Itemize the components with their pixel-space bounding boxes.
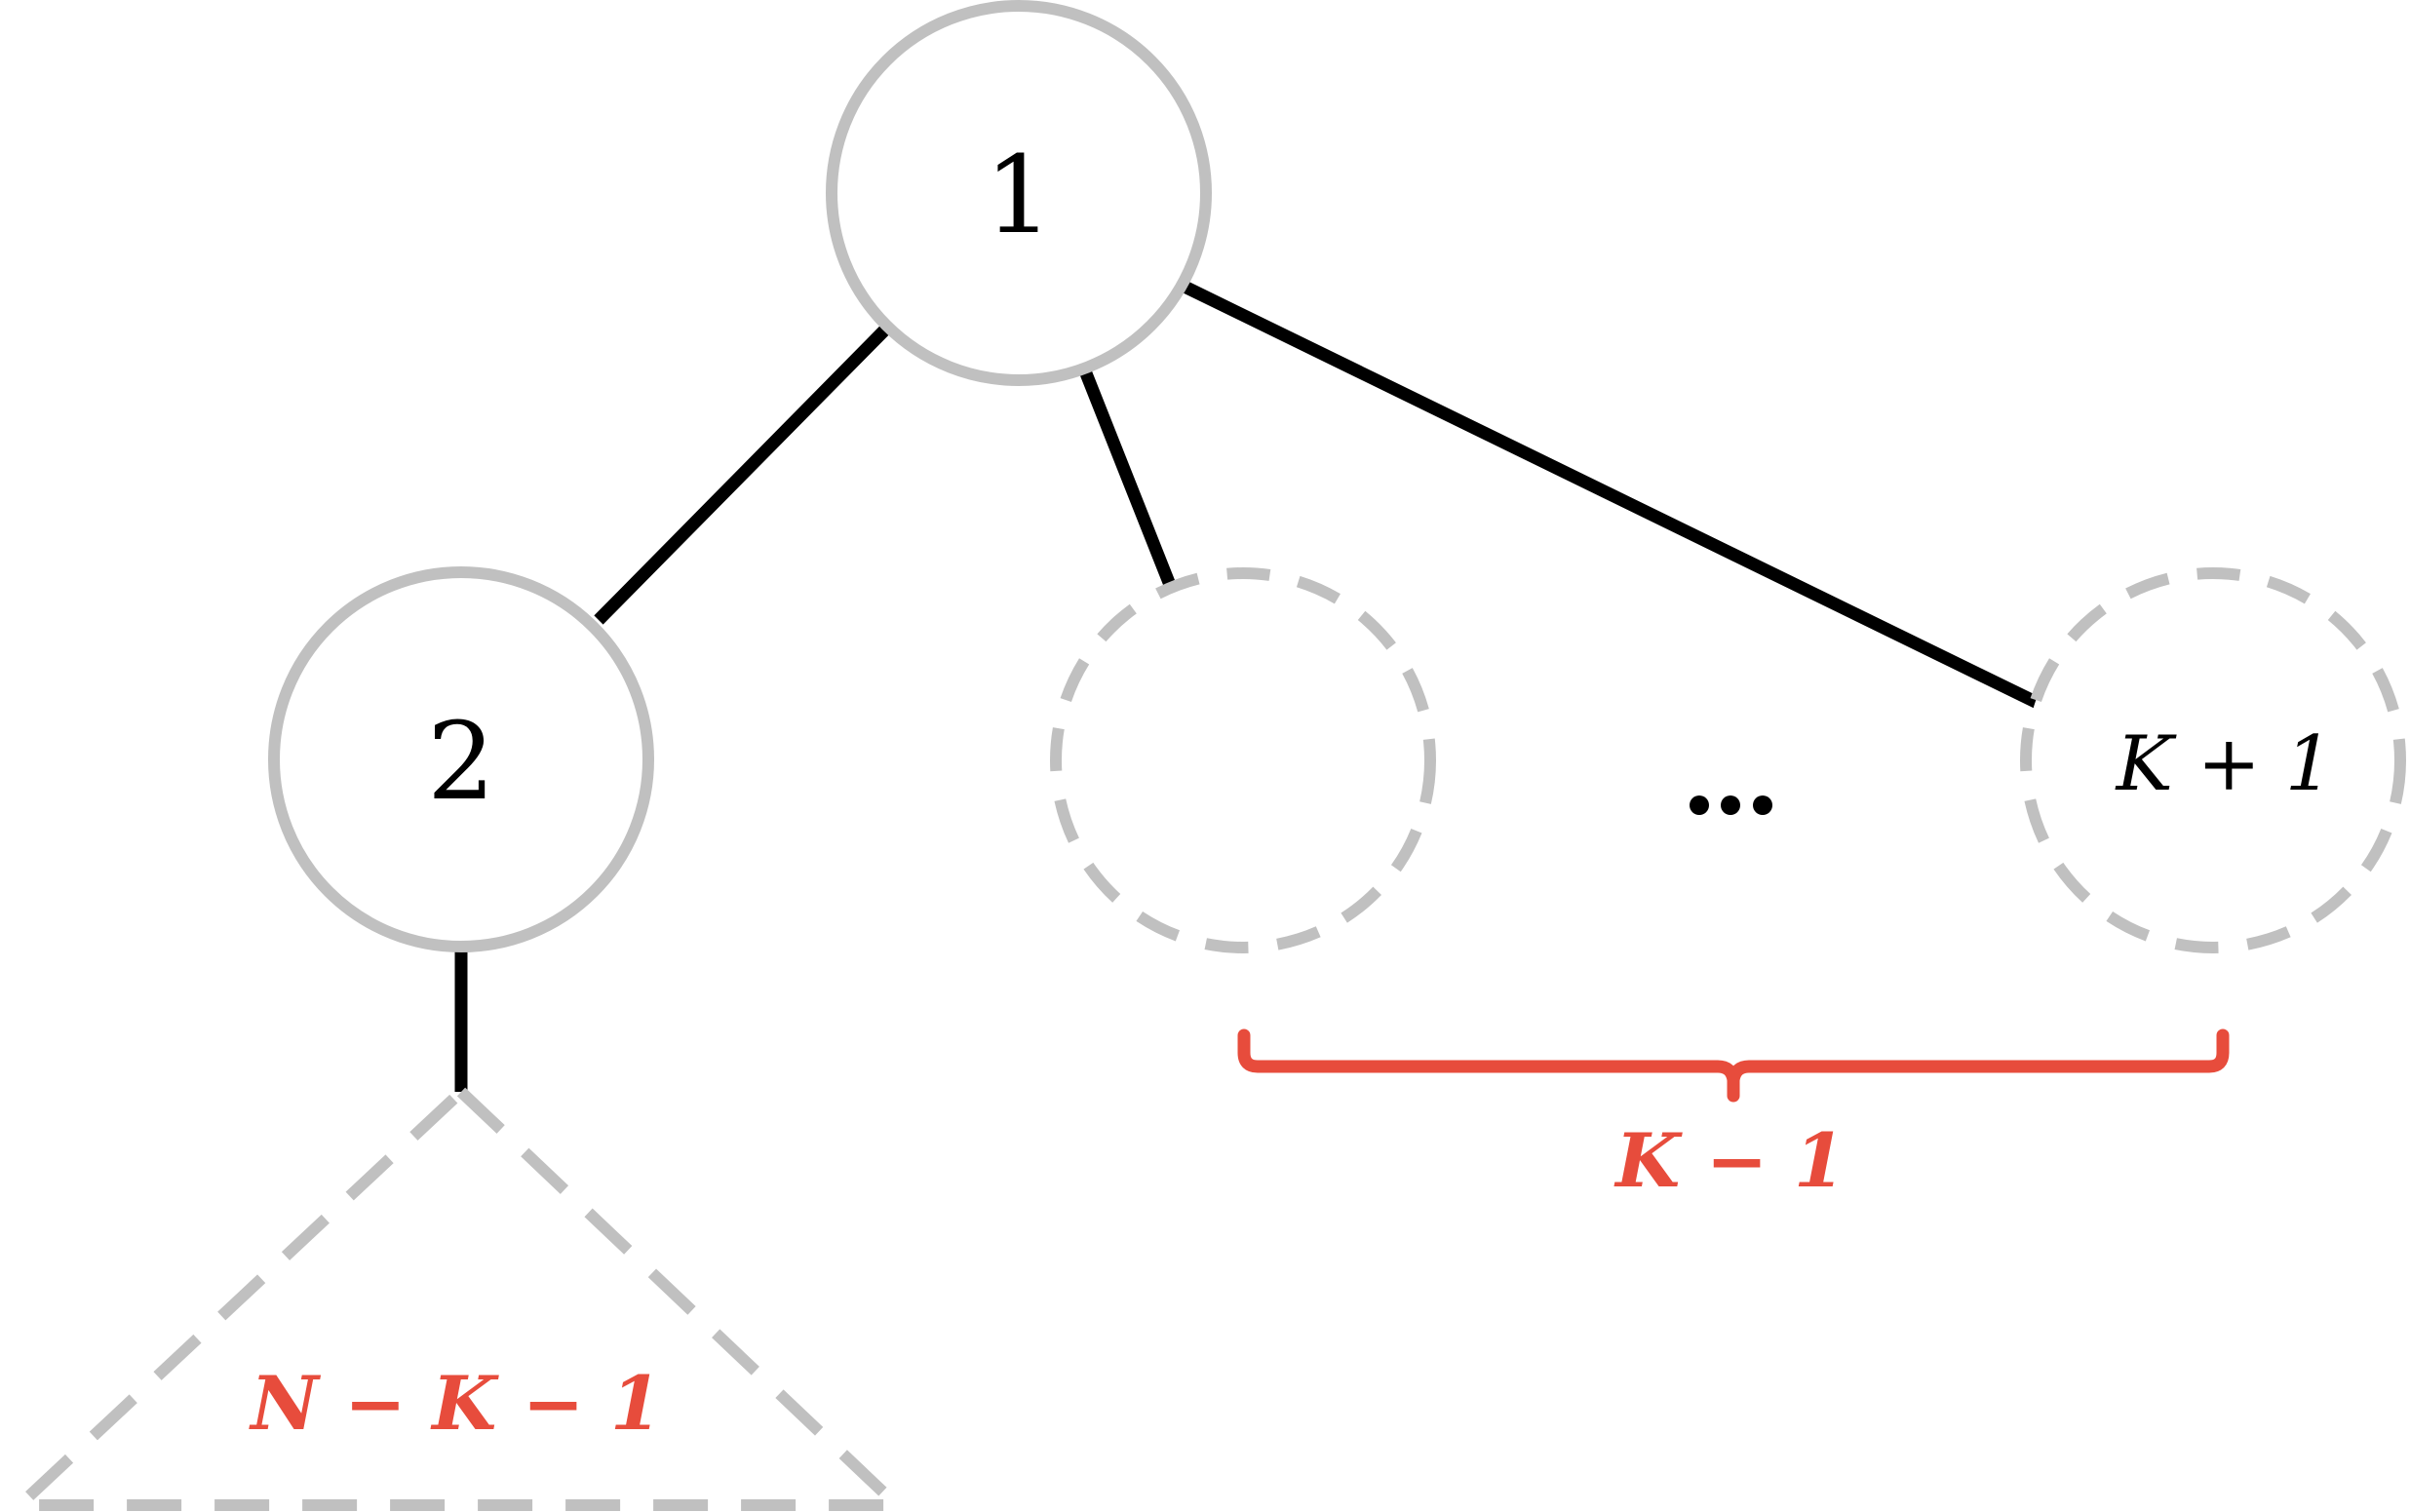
brace-label: K − 1 — [1613, 1117, 1846, 1204]
edge-root-to-middle-node — [1077, 366, 1177, 588]
subtree-triangle — [4, 1083, 913, 1511]
sibling-count-brace — [1237, 1028, 2230, 1103]
node-root-label: 1 — [985, 133, 1053, 257]
ellipsis-siblings: ... — [1690, 795, 1772, 815]
subtree-label: N − K − 1 — [249, 1360, 662, 1447]
node-root[interactable]: 1 — [826, 0, 1212, 386]
node-root-circle — [826, 0, 1212, 386]
node-k-plus-1[interactable]: K + 1 — [2020, 567, 2406, 953]
ellipsis-dot-1 — [1690, 795, 1709, 815]
node-k-plus-1-label: K + 1 — [2115, 720, 2334, 808]
ellipsis-dot-2 — [1721, 795, 1740, 815]
edge-root-to-node-k-plus-1 — [1180, 280, 2042, 710]
node-middle[interactable] — [1050, 567, 1436, 953]
node-2-label: 2 — [427, 699, 495, 824]
ellipsis-dot-3 — [1753, 795, 1772, 815]
edge-root-to-node-2 — [594, 325, 890, 625]
node-k-plus-1-circle — [2020, 567, 2406, 953]
node-2[interactable]: 2 — [268, 566, 654, 952]
node-2-circle — [268, 566, 654, 952]
node-middle-circle — [1050, 567, 1436, 953]
